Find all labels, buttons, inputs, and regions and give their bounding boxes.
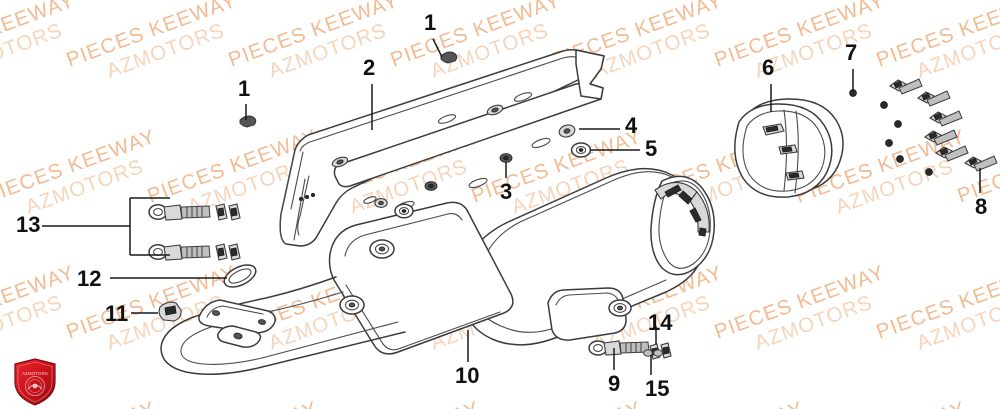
callout-number-2: 2 [363,55,376,80]
callout-number-8: 8 [975,194,988,219]
callout-number-4: 4 [625,113,638,138]
callout-number-11: 11 [105,301,129,326]
part-1-retaining-clip-b [239,115,257,128]
part-1-retaining-clip-a [440,51,458,64]
callout-number-7: 7 [845,40,858,65]
screw-washer-5 [896,155,904,163]
screw-1 [888,78,923,95]
screw-4 [923,129,958,146]
part-15-spacer-pair [643,349,663,357]
part-7-8-screw-group [849,78,998,176]
callout-leader-lines [42,38,981,375]
callout-number-15: 15 [645,376,670,401]
part-11-gasket-clip [158,301,182,322]
heat-shield-grommets [331,104,504,168]
callout-number-3: 3 [500,179,513,204]
callout-number-5: 5 [645,136,658,161]
part-12-exhaust-gasket-ring [223,264,257,288]
part-10-muffler-assembly [160,167,715,375]
callout-number-1: 1 [424,10,437,35]
part-9-mounting-bolt [588,340,650,356]
callout-number-6: 6 [762,55,775,80]
callout-number-1b: 1 [238,76,251,101]
part-13-stud-bolt-lower [148,243,241,261]
part-4-nut [558,124,576,138]
screw-2 [916,90,951,107]
screw-washer-3 [894,120,902,128]
azmotors-shield-logo: AZMOTORS [14,358,56,406]
part-6-muffler-end-cap [734,98,844,198]
part-2-heat-shield [279,49,605,247]
callout-number-14: 14 [648,310,673,335]
callout-number-10: 10 [455,363,480,388]
leader-line-1 [432,38,443,58]
screw-3 [928,110,963,127]
callout-number-9: 9 [608,371,621,396]
callout-number-12: 12 [77,266,102,291]
screw-washer-2 [880,101,888,109]
part-5-washer [570,142,592,158]
screw-washer-4 [885,139,893,147]
part-13-stud-bolt-upper [148,203,241,221]
screw-6 [963,155,998,172]
callout-number-13: 13 [16,212,41,237]
screw-5 [934,145,969,162]
logo-wordmark: AZMOTORS [22,371,48,376]
part-13-bracket-leader [95,197,170,256]
screw-washer-6 [925,168,933,176]
